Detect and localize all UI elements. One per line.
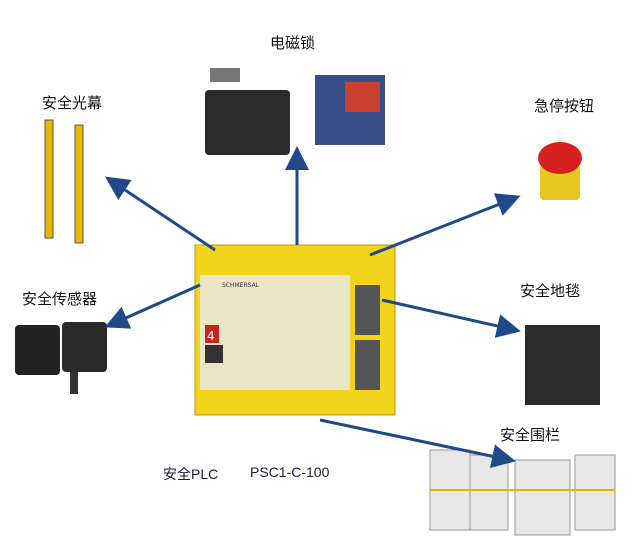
safety-sensor-image <box>15 322 107 394</box>
label-fence: 安全围栏 <box>500 426 561 444</box>
label-lock: 电磁锁 <box>270 34 316 52</box>
plc-brand: SCHMERSAL <box>222 282 260 289</box>
label-model: PSC1-C-100 <box>250 464 330 480</box>
arrow-to-light-curtain <box>105 176 216 252</box>
arrow-to-mat <box>381 298 521 338</box>
emergency-stop-image <box>538 142 582 200</box>
arrow-to-estop <box>369 193 521 257</box>
safety-fence-image <box>429 449 616 536</box>
label-mat: 安全地毯 <box>520 282 581 300</box>
solenoid-lock-image <box>205 68 385 155</box>
plc-digit: 4 <box>207 329 215 343</box>
label-light-curtain: 安全光幕 <box>42 94 103 112</box>
arrow-to-fence <box>319 418 516 469</box>
light-curtain-image <box>44 119 84 244</box>
safety-mat-image <box>525 325 600 405</box>
label-plc: 安全PLC <box>163 466 219 482</box>
label-estop: 急停按钮 <box>534 97 595 115</box>
label-sensor: 安全传感器 <box>22 290 98 308</box>
safety-plc-image <box>194 244 396 416</box>
arrow-to-sensor <box>104 283 201 329</box>
